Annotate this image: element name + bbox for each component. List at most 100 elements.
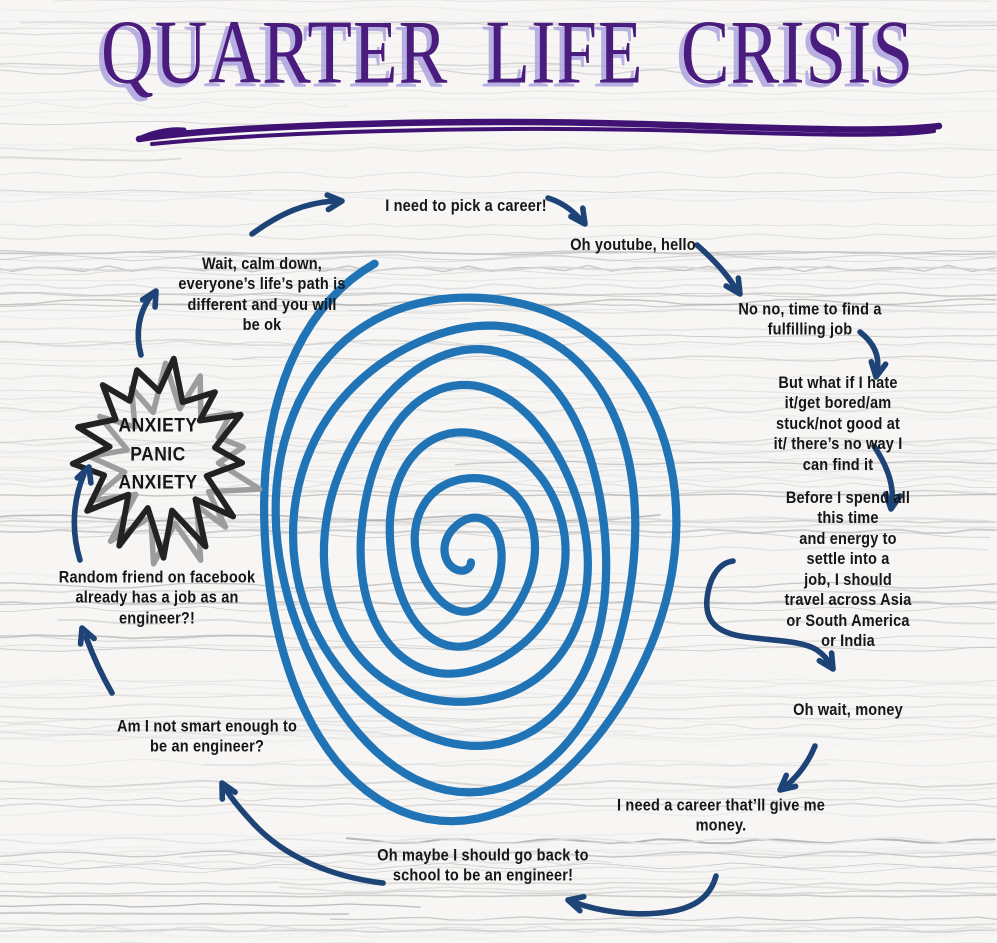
texture-line [0,101,349,109]
texture-line [30,437,992,445]
texture-line [0,728,565,737]
texture-line [0,734,997,743]
arrow-to-what-if [857,329,881,374]
thought-youtube: Oh youtube, hello [570,235,696,254]
texture-line [0,250,997,255]
texture-line [0,223,997,228]
texture-line [0,934,517,940]
texture-line [329,916,997,922]
texture-line [0,858,613,867]
texture-line [0,340,997,346]
texture-line [0,414,997,423]
arrow-to-anxiety-head [74,464,94,486]
texture-line [0,922,997,927]
texture-line [0,928,997,933]
thought-fulfilling-job: No no, time to find a fulfilling job [738,300,882,339]
texture-line [0,219,349,228]
page-title: QUARTER LIFE CRISIS [100,1,915,103]
texture-line [0,42,997,49]
arrow-to-pick-career-head [324,192,345,213]
texture-line [0,254,997,262]
texture-line [0,380,997,385]
texture-line [0,678,997,685]
texture-line [278,885,997,893]
texture-line [0,373,997,381]
texture-line [0,572,997,579]
anxiety-starburst-icon [69,355,263,567]
texture-line [57,618,996,626]
texture-line [0,718,541,724]
texture-line [0,192,997,197]
texture-line [0,894,997,899]
arrow-to-career-money-head [777,772,799,793]
texture-line [0,802,997,809]
texture-line [0,730,997,738]
thought-calm-down: Wait, calm down, everyone’s life’s path … [178,255,346,335]
arrow-to-travel-head [883,491,903,512]
texture-line [0,671,997,679]
texture-line [0,27,997,31]
texture-line [0,276,997,282]
texture-line [193,489,987,494]
texture-line [0,702,997,711]
texture-line [128,864,995,869]
texture-line [0,848,997,856]
texture-line [0,903,421,908]
texture-line [0,448,997,454]
texture-line [203,762,830,768]
starburst-black-outline [69,355,246,561]
underline-stroke [135,118,943,143]
texture-line [0,406,997,414]
texture-line [0,64,997,70]
title-underline [135,118,943,146]
spiral-path [260,259,681,826]
texture-line [0,715,997,721]
texture-line [0,196,997,204]
texture-line [53,0,991,3]
texture-line [0,89,997,95]
texture-line [0,110,997,117]
arrow-to-pick-career [249,198,337,237]
arrow-to-facebook-friend [83,634,115,696]
underline-stroke [136,127,187,142]
texture-line [0,796,997,802]
texture-line [0,836,997,846]
texture-line [0,683,997,690]
thought-engineer-school: Oh maybe I should go back to school to b… [377,846,589,885]
texture-line [0,866,997,874]
texture-line [0,255,997,263]
texture-line [0,774,997,783]
texture-line [0,415,997,423]
thought-career-money: I need a career that’ll give me money. [616,796,826,835]
texture-line [0,881,997,886]
texture-line [0,265,997,272]
texture-line [0,681,997,690]
texture-line [0,918,997,926]
arrow-to-youtube [545,195,583,222]
arrow-to-smart-enough [224,788,386,886]
arrow-to-engineer-school [573,873,719,917]
texture-line [0,600,997,606]
texture-line [0,493,997,498]
flow-arrows [71,192,903,917]
texture-line [0,759,997,767]
texture-line [0,465,997,470]
texture-line [0,932,997,939]
texture-line [282,715,997,724]
texture-line [23,62,997,70]
arrow-to-money-head [816,650,836,672]
texture-line [0,156,181,162]
texture-line [0,146,997,153]
texture-line [0,283,997,290]
texture-line [0,356,997,363]
arrow-to-anxiety [71,471,87,563]
texture-line [0,269,997,277]
arrow-to-what-if-head [868,358,889,380]
texture-line [0,606,997,613]
arrow-to-engineer-school-head [565,893,587,914]
underline-stroke [150,126,936,146]
texture-line [0,634,277,640]
thought-pick-career: I need to pick a career! [385,196,547,215]
